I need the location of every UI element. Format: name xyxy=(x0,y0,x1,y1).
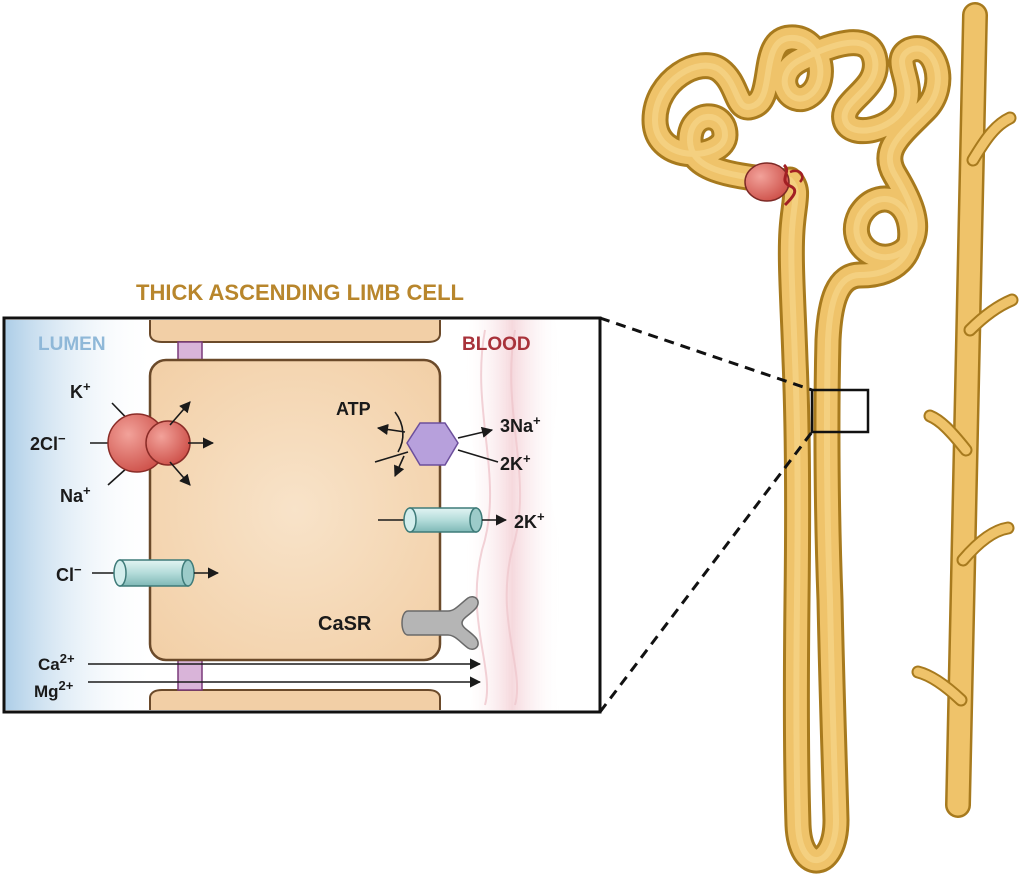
nkcc2-cotransporter xyxy=(90,401,215,486)
zoom-region-box xyxy=(810,388,870,434)
blood-label: BLOOD xyxy=(462,334,531,355)
nephron-illustration xyxy=(598,2,1019,860)
label-2k-plus-channel: 2K+ xyxy=(514,509,545,532)
glomerulus xyxy=(744,162,804,207)
tight-junction-bottom xyxy=(177,659,203,691)
label-mg-2plus: Mg2+ xyxy=(34,678,74,701)
label-k-plus: K+ xyxy=(70,379,91,402)
label-atp: ATP xyxy=(336,399,371,419)
label-ca-2plus: Ca2+ xyxy=(38,651,75,674)
na-k-atpase-pump xyxy=(374,411,499,478)
collecting-duct xyxy=(911,2,1019,818)
label-2k-plus-pump: 2K+ xyxy=(500,451,531,474)
label-2cl-minus: 2Cl− xyxy=(30,431,66,454)
tubule xyxy=(655,38,938,860)
inset-frame xyxy=(2,316,602,714)
cl-channel xyxy=(92,559,220,587)
label-cl-minus: Cl− xyxy=(56,562,82,585)
zoom-line-top xyxy=(599,316,813,392)
lumen-region xyxy=(5,320,155,710)
neighbor-cell-top xyxy=(149,320,441,343)
tight-junction-top xyxy=(177,341,203,361)
thick-ascending-limb-cell xyxy=(148,358,442,662)
blood-region xyxy=(462,320,563,710)
lumen-label: LUMEN xyxy=(38,334,106,355)
romk-k-channel xyxy=(378,507,508,533)
cell-inset-panel: LUMEN BLOOD K+ 2Cl− Na+ ATP 3Na+ 2K xyxy=(2,316,602,714)
label-na-plus: Na+ xyxy=(60,483,91,506)
label-casr: CaSR xyxy=(318,613,372,635)
neighbor-cell-bottom xyxy=(149,689,441,710)
casr-receptor xyxy=(401,596,479,650)
label-3na-plus: 3Na+ xyxy=(500,413,541,436)
inset-title: THICK ASCENDING LIMB CELL xyxy=(136,280,464,305)
zoom-line-bottom xyxy=(598,431,814,713)
